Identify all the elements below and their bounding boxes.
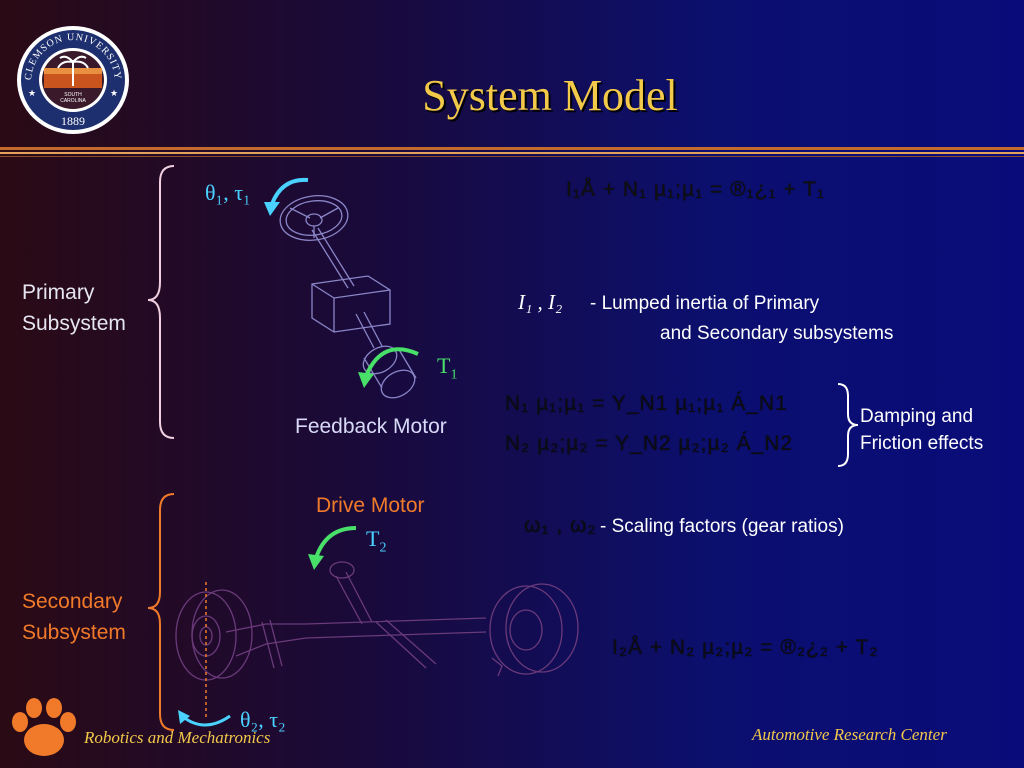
equation-damping-2: N₂ µ₂;µ₂ = Y_N2 µ₂;µ₂ Á_N2 [505,432,794,455]
steering-column-diagram [279,195,417,399]
inertia-desc-line2: and Secondary subsystems [660,323,894,344]
footer-right: Automotive Research Center [752,725,947,744]
equation-secondary-dynamics: I₂Å + N₂ µ₂;µ₂ = ®₂¿₂ + T₂ [612,636,879,659]
secondary-label-line2: Subsystem [22,621,126,644]
equation-damping-1: N₁ µ₁;µ₁ = Y_N1 µ₁;µ₁ Á_N1 [505,392,788,415]
damping-brace [837,383,859,467]
axle-wheels-diagram [175,561,579,718]
torque-label-2: T2 [366,526,387,556]
seal-text-mid2: CAROLINA [60,98,86,104]
damping-line2: Friction effects [860,433,984,454]
inertia-desc-line1: - Lumped inertia of Primary [590,293,820,314]
scaling-symbols: ω₁ , ω₂ [524,514,597,537]
scaling-desc: - Scaling factors (gear ratios) [600,516,844,537]
torque-arrow-2-icon [308,526,357,570]
slide-title: System Model [422,71,678,120]
equation-primary-dynamics: I₁Å + N₁ µ₁;µ₁ = ®₁¿₁ + T₁ [566,178,826,201]
header-rule [0,152,1024,154]
header-rule [0,156,1024,157]
torque-arrow-1-icon [358,347,419,388]
inertia-symbols: I₁ , I₂ [518,290,563,314]
seal-year: 1889 [61,114,85,128]
rotation-arrow-2-icon [178,710,231,727]
rotation-arrow-icon [264,177,309,216]
feedback-motor-label: Feedback Motor [295,415,447,438]
secondary-brace [147,493,175,731]
theta-tau-2: θ₂, τ₂ [240,707,286,732]
primary-label-line1: Primary [22,281,95,304]
drive-motor-label: Drive Motor [316,494,425,517]
damping-label: Damping and Friction effects [860,406,983,455]
torque-label-1: T1 [437,353,458,383]
primary-label: Primary Subsystem [22,277,126,339]
theta-tau-1: θ₁, τ₁ [205,180,251,205]
primary-brace [147,165,175,439]
secondary-label: Secondary Subsystem [22,586,126,648]
clemson-seal-logo: CLEMSON UNIVERSITY SOUTH CAROLINA 1889 ★… [17,26,129,134]
header-rule [0,147,1024,150]
seal-star-right: ★ [110,88,118,98]
secondary-label-line1: Secondary [22,590,123,613]
footer-left: Robotics and Mechatronics [84,728,271,747]
tiger-paw-logo [12,698,76,756]
damping-line1: Damping and [860,406,974,427]
primary-label-line2: Subsystem [22,312,126,335]
seal-star-left: ★ [28,88,36,98]
seal-text-mid1: SOUTH [64,92,82,98]
